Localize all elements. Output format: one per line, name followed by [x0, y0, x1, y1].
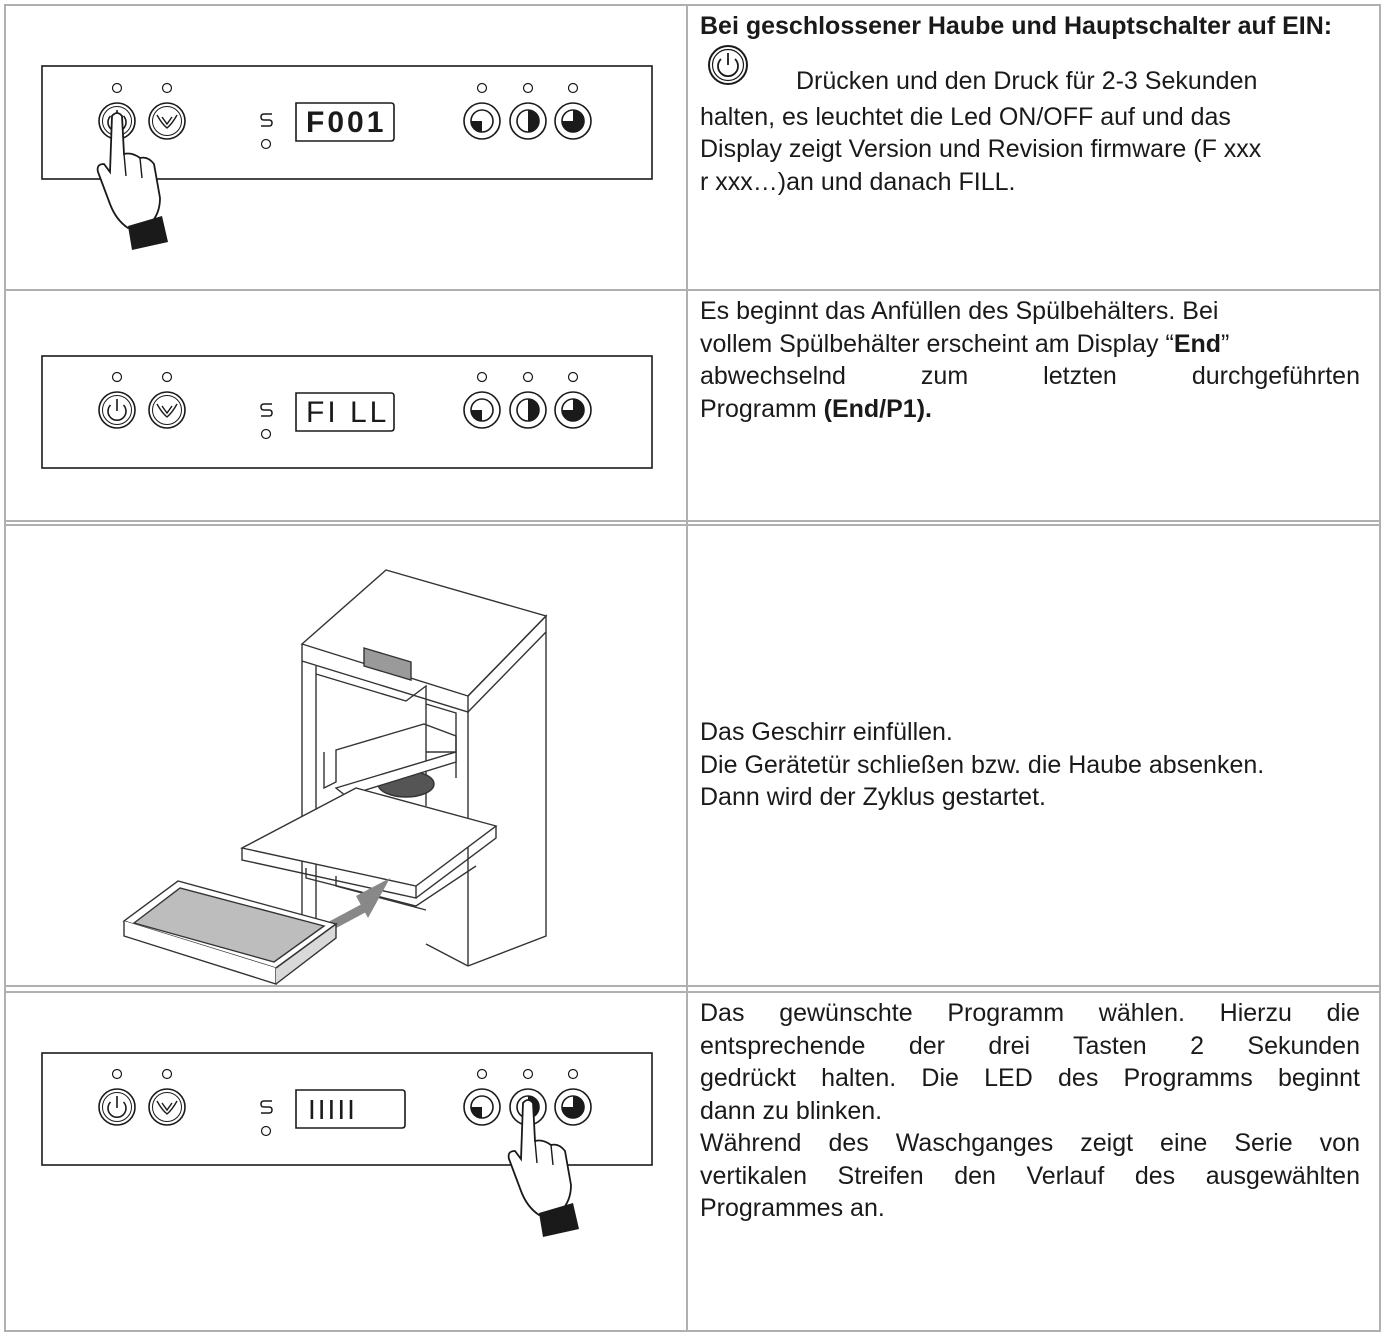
dishwasher-loading-figure — [122, 569, 548, 985]
display-window: F001 — [295, 102, 395, 142]
row2-line4-bold: (End/P1). — [823, 394, 932, 423]
power-icon — [98, 371, 136, 429]
cycle-icon — [260, 403, 273, 440]
cycle-icon — [260, 113, 273, 150]
column-divider — [686, 4, 688, 1332]
power-icon — [708, 44, 748, 85]
row-divider-2b — [4, 524, 1381, 526]
control-panel-figure: IIIII — [41, 1052, 653, 1237]
control-panel-frame — [41, 1052, 653, 1166]
row4-line5: Während des Waschganges zeigt eine Serie… — [700, 1129, 1360, 1157]
row2-line2-quote: ” — [1221, 329, 1230, 358]
program-long-icon — [554, 82, 592, 140]
program-short-icon — [463, 1068, 501, 1126]
row1-line1: Drücken und den Druck für 2-3 Sekunden — [796, 66, 1258, 95]
control-panel-frame — [41, 65, 653, 180]
program-short-icon — [463, 371, 501, 429]
row2-text-cell: Es beginnt das Anfüllen des Spülbehälter… — [700, 295, 1360, 425]
row1-text-cell: Bei geschlossener Haube und Hauptschalte… — [700, 10, 1360, 198]
dishwasher-illustration — [239, 569, 548, 967]
row3-line2: Die Gerätetür schließen bzw. die Haube a… — [700, 750, 1265, 779]
row2-line1: Es beginnt das Anfüllen des Spülbehälter… — [700, 297, 1219, 325]
table-border-left — [4, 4, 6, 1332]
row-divider-1 — [4, 289, 1381, 291]
program-medium-icon — [509, 371, 547, 429]
display-readout: F001 — [306, 106, 386, 139]
row1-icon-line: Drücken und den Druck für 2-3 Sekunden — [700, 43, 1360, 95]
row2-line2-end-word: End — [1173, 329, 1222, 358]
drain-icon — [148, 1068, 186, 1126]
row3-text-cell: Das Geschirr einfüllen. Die Gerätetür sc… — [700, 716, 1360, 814]
row4-line2: entsprechende der drei Tasten 2 Sekunden — [700, 1031, 1360, 1060]
row2-image-cell: FI LL — [6, 291, 686, 520]
row4-line1: Das gewünschte Programm wählen. Hierzu d… — [700, 999, 1360, 1027]
drain-icon — [148, 82, 186, 140]
row3-image-cell — [6, 526, 686, 985]
row4-line7: Programmes an. — [700, 1194, 885, 1222]
row-divider-2 — [4, 520, 1381, 522]
program-long-icon — [554, 371, 592, 429]
display-readout: FI LL — [306, 396, 389, 429]
row2-line3: abwechselnd zum letzten durchgeführten — [700, 362, 1360, 390]
power-icon — [98, 1068, 136, 1126]
cycle-icon — [260, 1100, 273, 1137]
pointing-hand-icon — [507, 1099, 579, 1237]
table-border-right — [1379, 4, 1381, 1332]
row3-line1: Das Geschirr einfüllen. — [700, 718, 953, 746]
program-medium-icon — [509, 82, 547, 140]
row4-line4: dann zu blinken. — [700, 1096, 883, 1125]
drain-icon — [148, 371, 186, 429]
row1-line4: r xxx…)an und danach FILL. — [700, 167, 1016, 196]
control-panel-frame — [41, 355, 653, 469]
display-window: IIIII — [295, 1089, 406, 1129]
row4-text-cell: Das gewünschte Programm wählen. Hierzu d… — [700, 997, 1360, 1225]
display-window: FI LL — [295, 392, 395, 432]
pointing-hand-icon — [96, 112, 168, 250]
row1-heading: Bei geschlossener Haube und Hauptschalte… — [700, 12, 1333, 40]
row4-image-cell: IIIII — [6, 993, 686, 1330]
table-border-bottom — [4, 1330, 1381, 1332]
row-divider-3 — [4, 985, 1381, 987]
display-readout: IIIII — [308, 1094, 357, 1125]
program-short-icon — [463, 82, 501, 140]
row2-line2-start: vollem Spülbehälter erscheint am Display… — [700, 329, 1174, 358]
table-border-top — [4, 4, 1381, 6]
row2-line4: Programm (End/P1). — [700, 393, 1360, 426]
row2-line2: vollem Spülbehälter erscheint am Display… — [700, 328, 1360, 361]
row1-image-cell: F001 — [6, 6, 686, 289]
row4-line3: gedrückt halten. Die LED des Programms b… — [700, 1064, 1360, 1092]
row1-line3: Display zeigt Version und Revision firmw… — [700, 135, 1262, 163]
row4-line6: vertikalen Streifen den Verlauf des ausg… — [700, 1161, 1360, 1190]
control-panel-figure: FI LL — [41, 355, 653, 469]
row-divider-3b — [4, 991, 1381, 993]
program-long-icon — [554, 1068, 592, 1126]
row3-line3: Dann wird der Zyklus gestartet. — [700, 783, 1046, 811]
row2-line4-start: Programm — [700, 394, 824, 423]
row1-line2: halten, es leuchtet die Led ON/OFF auf u… — [700, 102, 1231, 131]
control-panel-figure: F001 — [41, 65, 653, 250]
rack-tray — [122, 880, 338, 985]
